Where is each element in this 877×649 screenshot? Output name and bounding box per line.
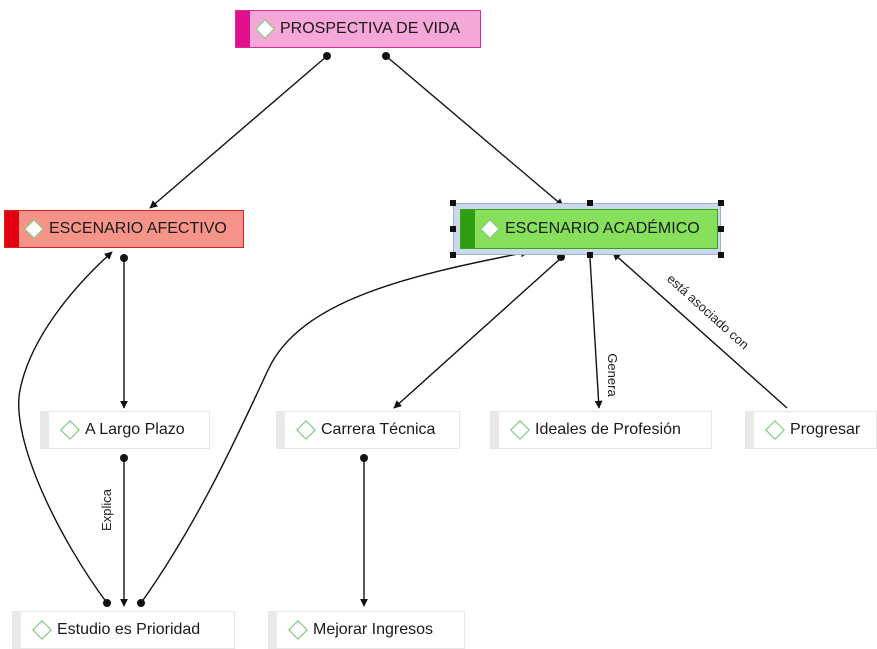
edge-dot xyxy=(323,52,331,60)
node-label: Progresar xyxy=(790,421,861,438)
edge-progresar-academico[interactable] xyxy=(612,252,788,409)
node-progresar[interactable]: Progresar xyxy=(745,411,877,449)
edge-dot xyxy=(120,254,128,262)
topic-diamond-icon xyxy=(255,19,275,39)
resize-handle-top-center[interactable] xyxy=(587,200,593,206)
edge-estudio-academico[interactable] xyxy=(140,249,529,604)
topic-diamond-icon xyxy=(32,620,52,640)
resize-handle-middle-left[interactable] xyxy=(450,226,456,232)
node-color-tab xyxy=(5,211,19,247)
node-label: Ideales de Profesión xyxy=(535,421,681,438)
node-prospectiva-de-vida[interactable]: PROSPECTIVA DE VIDA xyxy=(235,10,481,48)
node-escenario-academico[interactable]: ESCENARIO ACADÉMICO xyxy=(460,209,718,249)
topic-diamond-icon xyxy=(765,420,785,440)
edge-dot xyxy=(120,454,128,462)
node-color-tab xyxy=(41,412,49,448)
topic-diamond-icon xyxy=(296,420,316,440)
edge-academico-carrera[interactable] xyxy=(393,257,562,409)
topic-diamond-icon xyxy=(480,219,500,239)
resize-handle-bottom-right[interactable] xyxy=(718,252,724,258)
topic-diamond-icon xyxy=(510,420,530,440)
node-a-largo-plazo[interactable]: A Largo Plazo xyxy=(40,411,210,449)
edge-dot xyxy=(137,599,145,607)
node-estudio-es-prioridad[interactable]: Estudio es Prioridad xyxy=(12,611,235,649)
edge-dot xyxy=(103,599,111,607)
edge-dot xyxy=(557,253,565,261)
edge-dot xyxy=(382,52,390,60)
node-color-tab xyxy=(746,412,754,448)
resize-handle-top-right[interactable] xyxy=(718,200,724,206)
edge-academico-ideales[interactable] xyxy=(589,257,603,409)
node-color-tab xyxy=(491,412,499,448)
topic-diamond-icon xyxy=(288,620,308,640)
node-label: Mejorar Ingresos xyxy=(313,621,434,638)
node-color-tab xyxy=(277,412,285,448)
edge-estudio-afectivo[interactable] xyxy=(18,251,113,604)
topic-diamond-icon xyxy=(60,420,80,440)
resize-handle-middle-right[interactable] xyxy=(718,226,724,232)
edge-label-genera: Genera xyxy=(605,353,620,397)
resize-handle-bottom-left[interactable] xyxy=(450,252,456,258)
node-label: Carrera Técnica xyxy=(321,421,436,438)
node-color-tab xyxy=(13,612,21,648)
edge-label-explica: Explica xyxy=(99,488,114,531)
node-carrera-tecnica[interactable]: Carrera Técnica xyxy=(276,411,460,449)
node-label: PROSPECTIVA DE VIDA xyxy=(280,20,461,37)
node-color-tab xyxy=(269,612,277,648)
node-mejorar-ingresos[interactable]: Mejorar Ingresos xyxy=(268,611,465,649)
resize-handle-top-left[interactable] xyxy=(450,200,456,206)
edge-label-asociado: está asociado con xyxy=(664,271,752,352)
node-color-tab xyxy=(236,11,250,47)
resize-handle-bottom-center[interactable] xyxy=(587,252,593,258)
node-label: ESCENARIO AFECTIVO xyxy=(49,220,227,237)
node-ideales-de-profesion[interactable]: Ideales de Profesión xyxy=(490,411,712,449)
topic-diamond-icon xyxy=(24,219,44,239)
node-label: Estudio es Prioridad xyxy=(57,621,201,638)
edge-root-afectivo[interactable] xyxy=(149,55,328,209)
node-label: A Largo Plazo xyxy=(85,421,185,438)
node-escenario-afectivo[interactable]: ESCENARIO AFECTIVO xyxy=(4,210,244,248)
edge-dot xyxy=(360,454,368,462)
edge-root-academico[interactable] xyxy=(385,55,564,207)
node-label: ESCENARIO ACADÉMICO xyxy=(505,220,700,237)
node-color-tab xyxy=(461,210,475,248)
